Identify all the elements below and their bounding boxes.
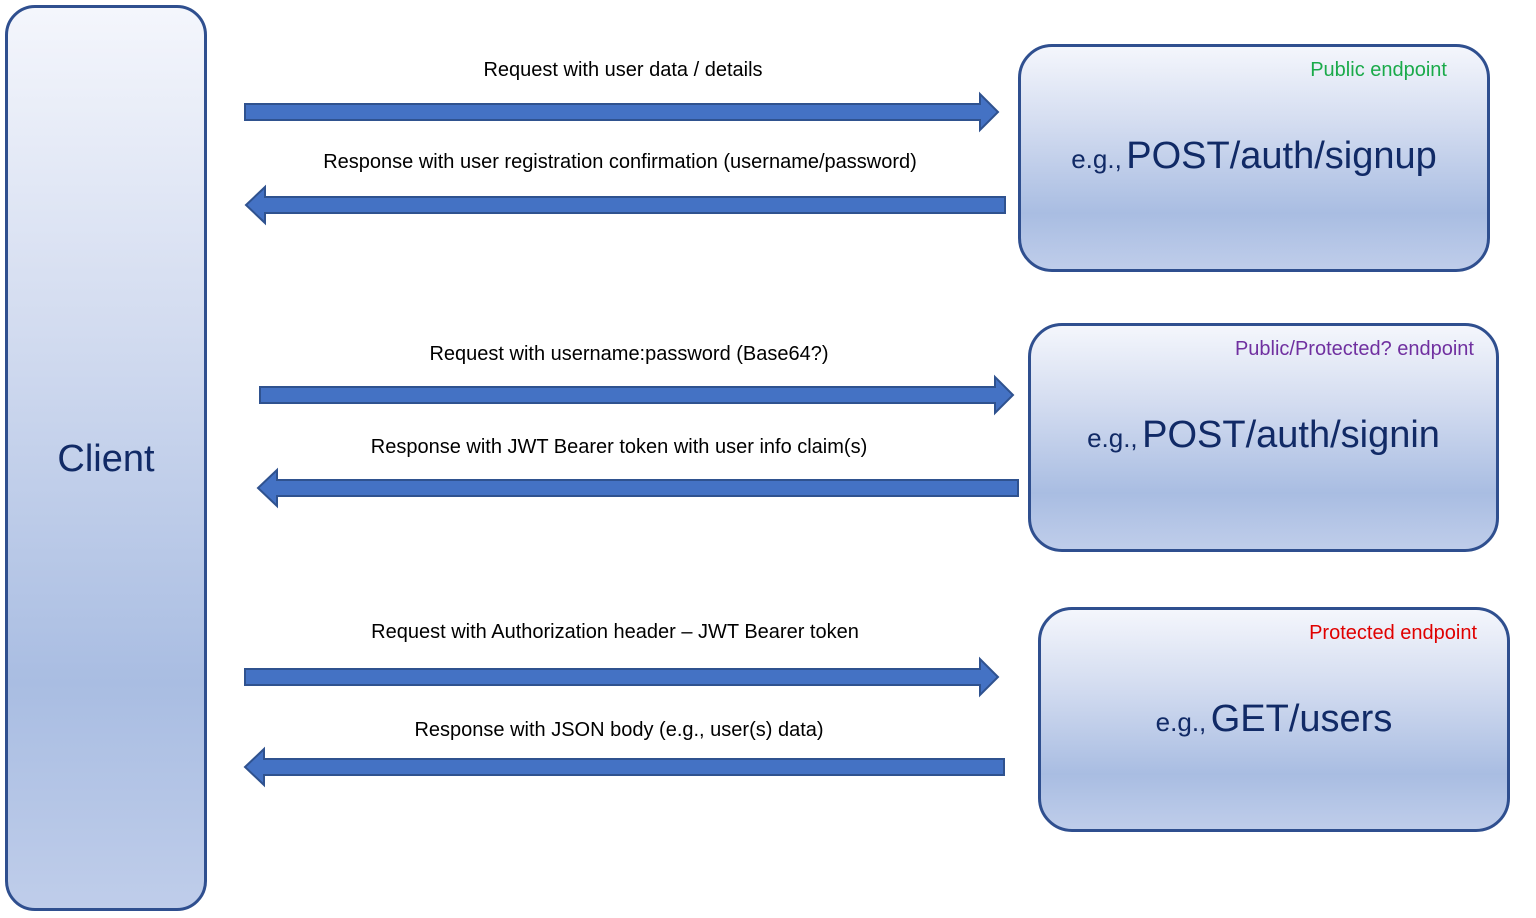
arrow-label: Request with user data / details (483, 59, 763, 81)
request-arrow-right (244, 656, 1000, 698)
endpoint-prefix: e.g., (1155, 707, 1207, 737)
endpoint-tag: Protected endpoint (1309, 622, 1477, 644)
request-arrow-right (259, 374, 1015, 416)
client-box: Client (5, 5, 207, 911)
endpoint-tag: Public/Protected? endpoint (1234, 338, 1474, 360)
signin-endpoint-box: Public/Protected? endpoint e.g., POST/au… (1028, 323, 1499, 552)
endpoint-path: POST/auth/signin (1142, 414, 1440, 456)
endpoint-prefix: e.g., (1087, 423, 1138, 453)
endpoint-path: GET/users (1210, 698, 1393, 740)
arrow-label: Response with JWT Bearer token with user… (370, 436, 868, 458)
endpoint-tag: Public endpoint (1310, 59, 1447, 81)
response-arrow-left (256, 467, 1019, 509)
response-arrow-left (243, 746, 1005, 788)
endpoint-prefix: e.g., (1071, 144, 1122, 174)
arrow-label: Response with user registration confirma… (323, 151, 917, 173)
signup-endpoint-box: Public endpoint e.g., POST/auth/signup (1018, 44, 1490, 272)
endpoint-path: POST/auth/signup (1126, 135, 1437, 177)
arrow-label: Request with username:password (Base64?) (429, 343, 829, 365)
client-label: Client (57, 438, 155, 480)
arrow-label: Request with Authorization header – JWT … (371, 621, 859, 643)
users-endpoint-box: Protected endpoint e.g., GET/users (1038, 607, 1510, 832)
arrow-label: Response with JSON body (e.g., user(s) d… (414, 719, 824, 741)
response-arrow-left (244, 184, 1006, 226)
request-arrow-right (244, 91, 1000, 133)
